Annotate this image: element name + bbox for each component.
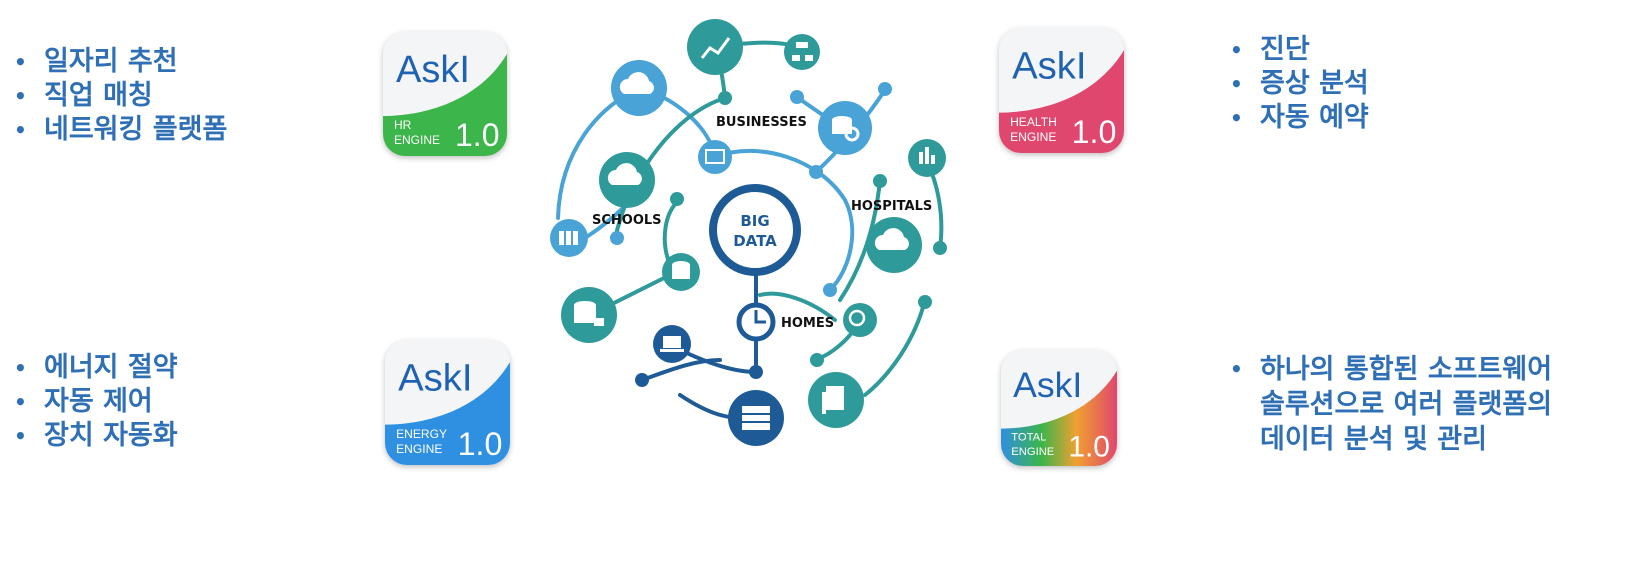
server-icon [728, 390, 784, 446]
laptop-icon [653, 325, 691, 363]
brand-text: AskI [1013, 365, 1082, 405]
cloud-upload-icon [611, 60, 667, 116]
cloud-database-icon [599, 152, 655, 208]
engine-line2: ENGINE [1010, 130, 1056, 144]
hr-feature-item: 일자리 추천 [14, 45, 227, 79]
hr-feature-item: 네트워킹 플랫폼 [14, 113, 227, 147]
total-feature-item: 하나의 통합된 소프트웨어 [1230, 352, 1552, 387]
version-text: 1.0 [455, 117, 499, 153]
bar-chart-icon [908, 139, 946, 177]
brand-text: AskI [396, 49, 470, 91]
version-text: 1.0 [1072, 114, 1117, 150]
energy-feature-item: 자동 제어 [14, 385, 178, 419]
big-data-diagram: BIG DATA BUSINESSES SCHOOLS HOSPITALS HO… [550, 19, 947, 446]
homes-label: HOMES [781, 316, 834, 331]
version-text: 1.0 [458, 426, 503, 462]
brand-text: AskI [398, 356, 472, 399]
total-engine-app-icon[interactable]: AskI TOTAL ENGINE 1.0 [1001, 350, 1117, 466]
hospitals-label: HOSPITALS [851, 199, 932, 214]
health-feature-item: 증상 분석 [1230, 67, 1369, 101]
database-lock-icon [561, 287, 617, 343]
line-chart-icon [687, 19, 743, 75]
total-feature-line: 데이터 분석 및 관리 [1260, 424, 1487, 455]
energy-engine-app-icon[interactable]: AskI ENERGY ENGINE 1.0 [385, 340, 510, 465]
engine-line1: HR [394, 118, 412, 132]
cloud-network-icon [866, 217, 922, 273]
binary-document-icon [808, 372, 864, 428]
energy-feature-item: 장치 자동화 [14, 419, 178, 453]
brand-text: AskI [1012, 44, 1086, 87]
engine-line1: HEALTH [1010, 115, 1057, 129]
analytics-icon [698, 140, 732, 174]
database-icon [662, 253, 700, 291]
database-search-icon [818, 101, 872, 155]
engine-line2: ENGINE [394, 133, 440, 147]
energy-feature-item: 에너지 절약 [14, 351, 178, 385]
health-feature-list: 진단 증상 분석 자동 예약 [1230, 33, 1369, 135]
engine-line2: ENGINE [1011, 446, 1054, 458]
schools-label: SCHOOLS [592, 213, 662, 228]
version-text: 1.0 [1068, 431, 1110, 464]
total-feature-list: 하나의 통합된 소프트웨어 솔루션으로 여러 플랫폼의 데이터 분석 및 관리 [1230, 352, 1552, 457]
big-data-label-2: DATA [733, 232, 777, 250]
energy-feature-list: 에너지 절약 자동 제어 장치 자동화 [14, 351, 178, 453]
engine-line1: ENERGY [396, 427, 447, 441]
hr-engine-app-icon[interactable]: AskI HR ENGINE 1.0 [383, 32, 507, 156]
health-feature-item: 자동 예약 [1230, 101, 1369, 135]
network-icon [784, 34, 820, 70]
big-data-label-1: BIG [740, 212, 769, 230]
health-feature-item: 진단 [1230, 33, 1369, 67]
big-data-hub [709, 184, 801, 276]
health-engine-app-icon[interactable]: AskI HEALTH ENGINE 1.0 [999, 28, 1124, 153]
hr-feature-list: 일자리 추천 직업 매칭 네트워킹 플랫폼 [14, 45, 227, 147]
engine-line1: TOTAL [1011, 432, 1046, 444]
engine-line2: ENGINE [396, 442, 442, 456]
businesses-label: BUSINESSES [716, 115, 807, 130]
binders-icon [550, 219, 588, 257]
search-chart-icon [843, 303, 877, 337]
hr-feature-item: 직업 매칭 [14, 79, 227, 113]
total-feature-line: 솔루션으로 여러 플랫폼의 [1260, 389, 1553, 420]
